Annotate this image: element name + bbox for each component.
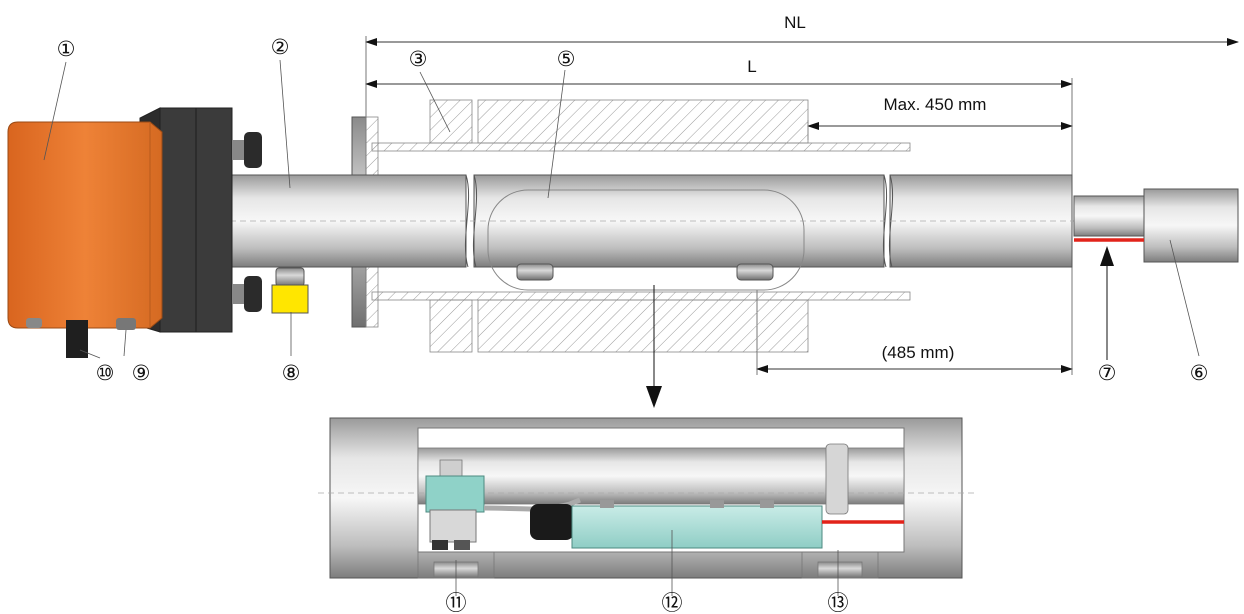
sensor-module	[571, 505, 823, 549]
tube-stud-right	[736, 263, 774, 281]
dimension-nl-label: NL	[784, 13, 806, 32]
connector-plug	[271, 267, 309, 314]
callout-7: ⑦	[1098, 362, 1117, 385]
callout-12: ⑫	[662, 592, 683, 614]
valve-block	[425, 475, 485, 513]
mounting-sleeve	[371, 99, 911, 353]
callout-8: ⑧	[282, 362, 301, 385]
dimension-l-label: L	[747, 57, 756, 76]
dimension-max-insert: Max. 450 mm	[807, 95, 1073, 130]
probe-tip	[1073, 188, 1239, 263]
callout-5: ⑤	[557, 48, 576, 71]
cable-gland	[66, 320, 88, 358]
module-gland	[530, 504, 574, 540]
callout-9: ⑨	[132, 362, 151, 385]
dimension-nl: NL	[365, 13, 1239, 46]
leader-lines	[43, 59, 1200, 359]
cable-pointer	[1100, 246, 1114, 360]
dimension-l: L	[365, 57, 1073, 88]
callout-2: ②	[271, 36, 290, 59]
tube-stud-left	[516, 263, 554, 281]
detail-view	[318, 417, 975, 596]
dimension-inner-length-label: (485 mm)	[882, 343, 955, 362]
callout-13: ⑬	[828, 592, 849, 614]
callout-6: ⑥	[1190, 362, 1209, 385]
dimension-max-insert-label: Max. 450 mm	[884, 95, 987, 114]
callout-10: ⑩	[96, 362, 115, 385]
knob-bottom	[244, 276, 262, 312]
callout-11: ⑪	[446, 592, 467, 614]
probe-tube	[200, 174, 1240, 291]
knob-top	[244, 132, 262, 168]
callout-3: ③	[409, 48, 428, 71]
detail-arrow	[646, 285, 662, 408]
callout-1: ①	[57, 38, 76, 61]
electronics-housing	[7, 121, 163, 358]
vent-screw	[116, 318, 136, 330]
dimension-inner-length: (485 mm)	[756, 343, 1073, 373]
